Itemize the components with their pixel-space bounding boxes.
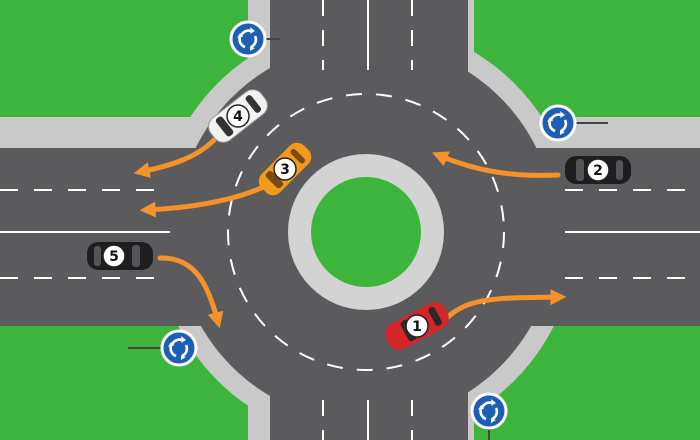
car-windshield xyxy=(265,170,284,189)
car-number-label: 1 xyxy=(412,319,422,335)
roundabout-sign-icon xyxy=(160,329,198,367)
car-rear-window xyxy=(290,149,305,164)
car-number-badge xyxy=(273,157,297,181)
roundabout-sign-bottom-right xyxy=(470,392,508,440)
car-rear-window xyxy=(245,95,262,113)
car-number-label: 3 xyxy=(280,162,290,178)
arrow-car-1 xyxy=(444,289,567,321)
car-number-badge xyxy=(102,244,126,268)
arrow-car-5 xyxy=(157,255,224,329)
car-number-badge xyxy=(586,158,610,182)
roundabout-sign-right xyxy=(539,104,608,142)
car-windshield xyxy=(132,245,140,267)
arrow-car-2 xyxy=(432,151,561,178)
car-rear-window xyxy=(616,160,623,180)
car-number-label: 4 xyxy=(233,109,243,125)
car-number-badge xyxy=(405,314,429,338)
car-number-label: 2 xyxy=(593,163,603,179)
car-1: 1 xyxy=(385,302,449,350)
arrow-car-3 xyxy=(139,182,271,218)
roundabout-sign-bottom-left xyxy=(128,329,198,367)
central-island xyxy=(288,154,444,310)
car-5: 5 xyxy=(87,242,153,270)
car-3: 3 xyxy=(258,142,312,196)
direction-arrows xyxy=(133,137,567,329)
roundabout-sign-icon xyxy=(229,20,267,58)
car-rear-window xyxy=(94,246,101,266)
roundabout-sign-icon xyxy=(539,104,577,142)
arrow-car-4 xyxy=(133,137,217,178)
car-4: 4 xyxy=(208,89,268,143)
car-2: 2 xyxy=(565,156,631,184)
car-windshield xyxy=(576,159,584,181)
car-rear-window xyxy=(428,306,442,326)
car-number-badge xyxy=(226,104,250,128)
roundabout-sign-top-left xyxy=(229,20,280,58)
car-windshield xyxy=(215,116,234,137)
roundabout-sign-icon xyxy=(470,392,508,430)
car-number-label: 5 xyxy=(109,249,119,265)
